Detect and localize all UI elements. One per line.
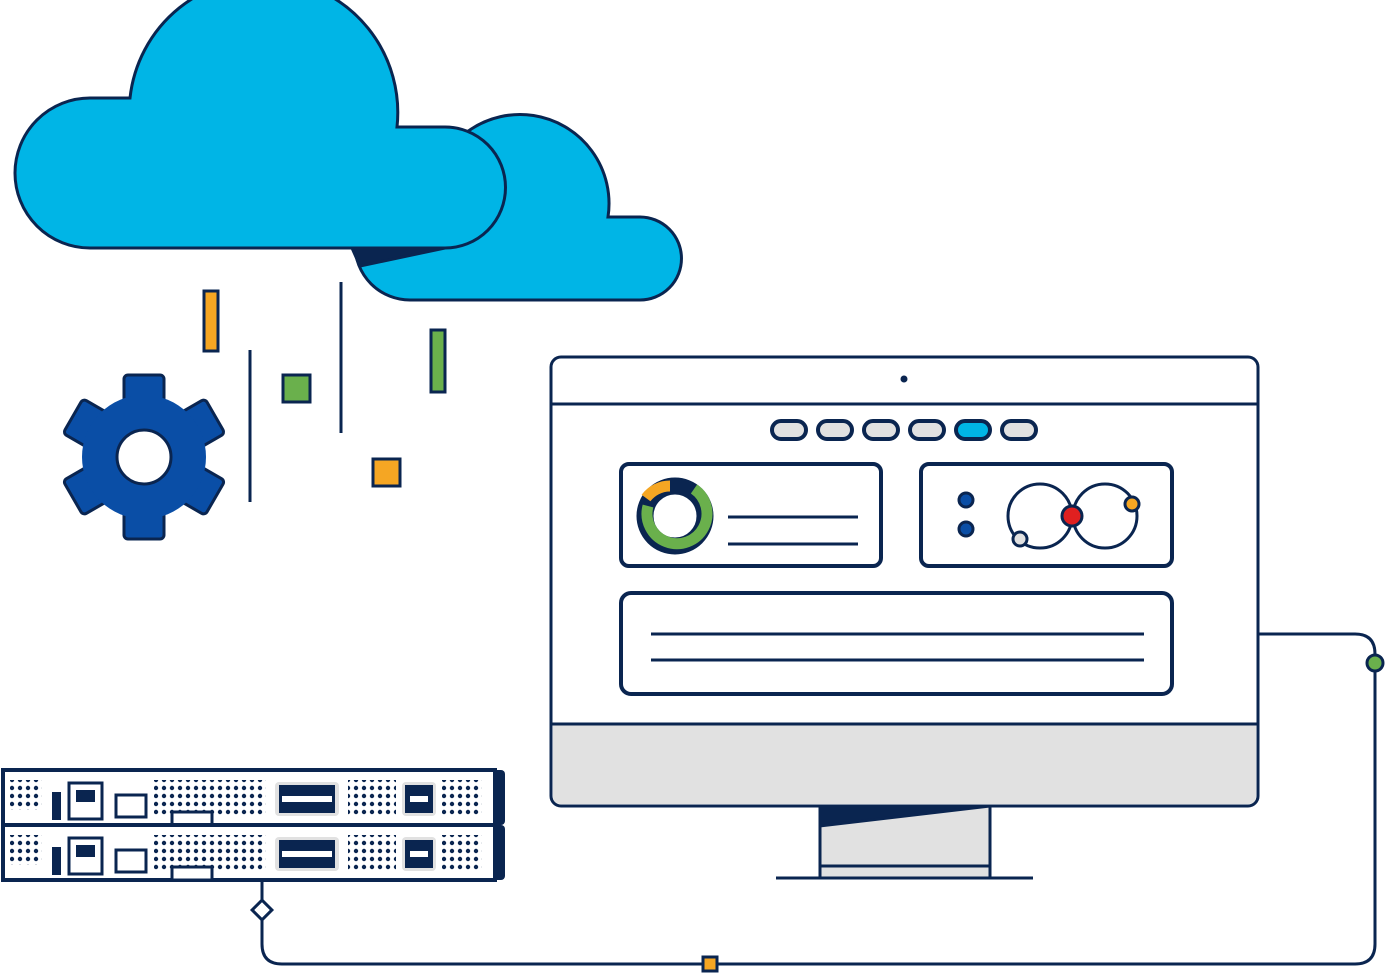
server-unit [1,768,505,827]
tab-1[interactable] [770,419,808,441]
tab-3[interactable] [862,419,900,441]
data-bits [202,282,447,502]
donut-card [619,462,883,568]
server-unit [1,823,505,882]
tab-4[interactable] [908,419,946,441]
network-graph-icon [1006,482,1141,550]
connector-node-orange [701,955,719,973]
server-rack-icon [1,768,505,882]
gear-icon [62,373,226,541]
front-cloud [13,0,507,250]
network-card [919,462,1174,568]
connector-node-green [1365,653,1385,673]
cloud-icon [13,0,683,302]
dashboard-tabs [770,419,1038,441]
tab-6[interactable] [1000,419,1038,441]
tab-2[interactable] [816,419,854,441]
connector-node-diamond [249,897,275,923]
tab-5-active[interactable] [954,419,992,441]
text-card [619,591,1174,696]
camera-dot [900,375,908,383]
donut-chart-icon [636,477,714,555]
connector-cable [260,632,1377,966]
